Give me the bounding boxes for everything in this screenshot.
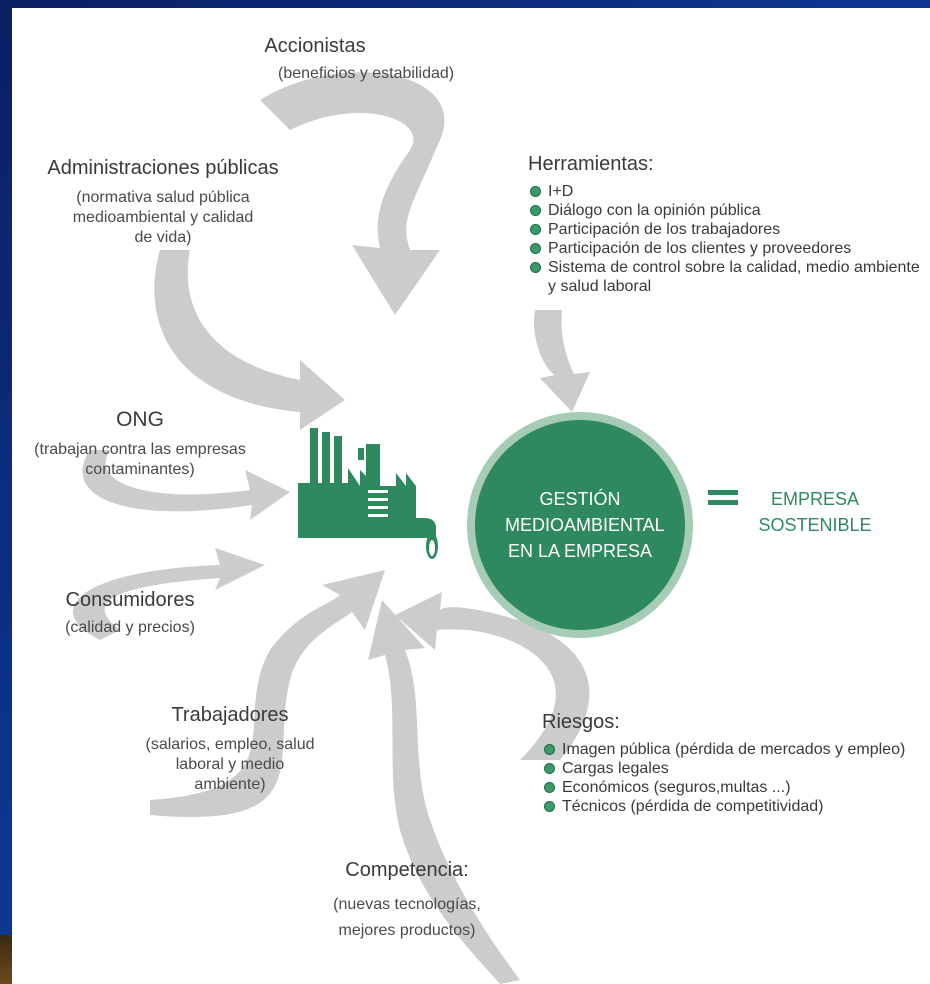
- empresa-sostenible-label: EMPRESA SOSTENIBLE: [758, 489, 872, 535]
- bullet-icon: [530, 224, 541, 235]
- ong-label: ONG (trabajan contra las empresas contam…: [20, 408, 260, 480]
- herramientas-item-text: I+D: [548, 183, 574, 200]
- herramientas-item: I+D: [528, 182, 923, 201]
- gestion-circle: GESTIÓN MEDIOAMBIENTAL EN LA EMPRESA: [475, 420, 685, 630]
- herramientas-list: I+D Diálogo con la opinión pública Parti…: [528, 182, 923, 296]
- riesgos-item: Técnicos (pérdida de competitividad): [542, 797, 922, 816]
- riesgos-title: Riesgos:: [542, 711, 620, 733]
- consumidores-title: Consumidores: [65, 589, 195, 611]
- slide-corner-decoration: [0, 935, 12, 984]
- trabajadores-arrow: [150, 570, 385, 818]
- bullet-icon: [530, 262, 541, 273]
- competencia-label: Competencia: (nuevas tecnologías, mejore…: [312, 858, 502, 944]
- consumidores-label: Consumidores (calidad y precios): [40, 588, 220, 638]
- trabajadores-title: Trabajadores: [171, 704, 289, 726]
- herramientas-item: Sistema de control sobre la calidad, med…: [528, 258, 923, 296]
- herramientas-item-text: Diálogo con la opinión pública: [548, 202, 761, 219]
- bullet-icon: [530, 205, 541, 216]
- accionistas-label: Accionistas (beneficios y estabilidad): [230, 34, 454, 82]
- herramientas-item-text: Participación de los trabajadores: [548, 221, 781, 238]
- herramientas-arrow: [534, 310, 590, 412]
- bullet-icon: [544, 744, 555, 755]
- riesgos-item-text: Técnicos (pérdida de competitividad): [562, 798, 824, 815]
- herramientas-item: Diálogo con la opinión pública: [528, 201, 923, 220]
- riesgos-item-text: Económicos (seguros,multas ...): [562, 779, 791, 796]
- riesgos-item-text: Cargas legales: [562, 760, 669, 777]
- accionistas-title: Accionistas: [264, 35, 366, 57]
- competencia-title: Competencia:: [345, 859, 469, 881]
- ong-desc: (trabajan contra las empresas contaminan…: [34, 441, 246, 478]
- bullet-icon: [530, 243, 541, 254]
- trabajadores-desc: (salarios, empleo, salud laboral y medio…: [145, 736, 315, 793]
- riesgos-arrow: [395, 592, 590, 760]
- bullet-icon: [544, 763, 555, 774]
- equals-icon: [708, 490, 738, 506]
- consumidores-arrow: [73, 548, 265, 640]
- consumidores-desc: (calidad y precios): [65, 619, 195, 636]
- ong-arrow: [82, 450, 290, 520]
- accionistas-desc: (beneficios y estabilidad): [278, 65, 455, 82]
- administraciones-title: Administraciones públicas: [47, 157, 279, 179]
- riesgos-item: Cargas legales: [542, 759, 922, 778]
- riesgos-block: Riesgos: Imagen pública (pérdida de merc…: [542, 710, 922, 816]
- administraciones-desc: (normativa salud pública medioambiental …: [72, 189, 254, 246]
- bullet-icon: [544, 801, 555, 812]
- accionistas-arrow: [260, 72, 445, 315]
- riesgos-list: Imagen pública (pérdida de mercados y em…: [542, 740, 922, 816]
- herramientas-item: Participación de los clientes y proveedo…: [528, 239, 923, 258]
- competencia-arrow: [368, 600, 520, 984]
- herramientas-item-text: Participación de los clientes y proveedo…: [548, 240, 852, 257]
- riesgos-item-text: Imagen pública (pérdida de mercados y em…: [562, 741, 906, 758]
- competencia-desc: (nuevas tecnologías, mejores productos): [333, 896, 481, 939]
- administraciones-arrow: [154, 250, 345, 430]
- riesgos-item: Imagen pública (pérdida de mercados y em…: [542, 740, 922, 759]
- herramientas-item: Participación de los trabajadores: [528, 220, 923, 239]
- gestion-text: GESTIÓN MEDIOAMBIENTAL EN LA EMPRESA: [505, 489, 665, 561]
- administraciones-label: Administraciones públicas (normativa sal…: [28, 156, 298, 248]
- bullet-icon: [530, 186, 541, 197]
- riesgos-item: Económicos (seguros,multas ...): [542, 778, 922, 797]
- herramientas-item-text: Sistema de control sobre la calidad, med…: [548, 259, 920, 295]
- bullet-icon: [544, 782, 555, 793]
- ong-title: ONG: [116, 408, 164, 431]
- factory-icon: [298, 428, 438, 559]
- herramientas-title: Herramientas:: [528, 153, 654, 175]
- trabajadores-label: Trabajadores (salarios, empleo, salud la…: [130, 703, 330, 795]
- herramientas-block: Herramientas: I+D Diálogo con la opinión…: [528, 152, 923, 296]
